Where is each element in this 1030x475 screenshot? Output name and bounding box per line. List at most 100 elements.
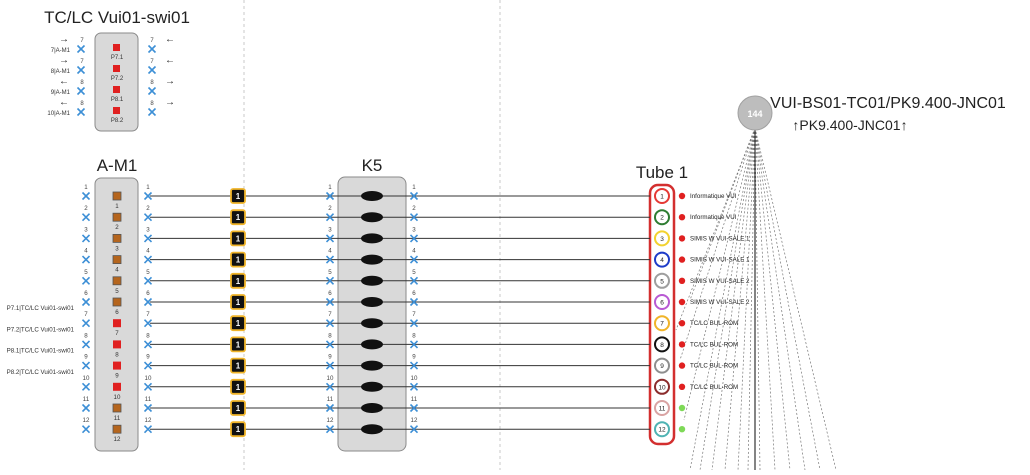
- am1-left-num: 10: [83, 375, 90, 382]
- port-connector-x[interactable]: [147, 86, 157, 96]
- tube-fiber[interactable]: [654, 272, 670, 289]
- cassette-badge-label: 1: [236, 319, 241, 328]
- fiber-status-dot: [678, 362, 686, 369]
- k5-panel-title: K5: [362, 156, 383, 175]
- port-connector-x[interactable]: [147, 44, 157, 54]
- fiber-label: Informatique VUI: [690, 193, 737, 200]
- tube-fiber[interactable]: [654, 188, 670, 204]
- splice-point[interactable]: [361, 233, 383, 244]
- am1-right-num: 9: [146, 354, 150, 361]
- tube-fiber[interactable]: [654, 336, 670, 353]
- switch-panel: TC/LC Vui01-swi01: [44, 8, 190, 132]
- port-connector-x[interactable]: [81, 403, 91, 413]
- port-connector-x[interactable]: [81, 234, 91, 243]
- port-connector-x[interactable]: [81, 340, 91, 349]
- am1-port[interactable]: [113, 361, 121, 370]
- switch-port[interactable]: [113, 65, 120, 72]
- port-connector-x[interactable]: [81, 382, 91, 392]
- am1-port[interactable]: [112, 255, 122, 265]
- splice-point[interactable]: [361, 191, 383, 201]
- port-connector-x[interactable]: [147, 107, 157, 117]
- am1-port[interactable]: [112, 212, 122, 222]
- am1-port[interactable]: [113, 382, 121, 391]
- splice-point[interactable]: [361, 339, 383, 350]
- am1-port[interactable]: [112, 191, 122, 201]
- port-connector-x[interactable]: [81, 361, 91, 370]
- splice-point[interactable]: [361, 212, 383, 223]
- cassette-badge[interactable]: [230, 209, 246, 226]
- tube-fiber[interactable]: [654, 421, 670, 438]
- cable-count: 144: [747, 109, 762, 119]
- port-connector-x[interactable]: [147, 65, 157, 75]
- tube-fiber-num: 5: [660, 278, 664, 285]
- cable-node[interactable]: 144 VUI-BS01-TC01/PK9.400-JNC01 ↑PK9.400…: [737, 95, 1006, 133]
- am1-port[interactable]: [112, 403, 122, 413]
- cassette-badge[interactable]: [230, 188, 246, 204]
- splice-point[interactable]: [361, 424, 383, 435]
- tube-fiber-num: 9: [660, 363, 664, 370]
- cassette-badge[interactable]: [230, 272, 246, 289]
- switch-port[interactable]: [113, 44, 120, 51]
- tube-fiber[interactable]: [654, 357, 670, 374]
- port-connector-x[interactable]: [81, 424, 91, 434]
- port-connector-x[interactable]: [81, 318, 91, 328]
- am1-port[interactable]: [113, 340, 121, 349]
- am1-port[interactable]: [112, 297, 122, 307]
- splice-point[interactable]: [361, 381, 383, 392]
- am1-port[interactable]: [112, 233, 122, 243]
- tube-fiber[interactable]: [654, 209, 670, 226]
- port-connector-x[interactable]: [76, 107, 86, 117]
- cassette-badge[interactable]: [230, 315, 246, 332]
- fiber-status-dot: [678, 192, 686, 200]
- splice-point[interactable]: [361, 297, 383, 307]
- am1-port[interactable]: [112, 276, 122, 286]
- cassette-badge[interactable]: [230, 357, 246, 374]
- port-connector-x[interactable]: [76, 86, 86, 96]
- port-connector-x[interactable]: [76, 44, 86, 54]
- k5-left-num: 11: [327, 396, 334, 403]
- tube-fiber[interactable]: [654, 315, 670, 332]
- tube-fiber[interactable]: [654, 251, 670, 268]
- port-connector-x[interactable]: [76, 65, 86, 75]
- splice-point[interactable]: [361, 360, 383, 371]
- splice-point[interactable]: [361, 254, 383, 265]
- splice-point[interactable]: [361, 318, 383, 329]
- cassette-badge[interactable]: [230, 400, 246, 416]
- switch-port[interactable]: [113, 86, 120, 93]
- splice-point[interactable]: [361, 275, 383, 286]
- am1-port-num: 7: [115, 330, 119, 337]
- tube-fiber[interactable]: [654, 294, 670, 310]
- am1-right-num: 4: [146, 248, 150, 255]
- cassette-badge[interactable]: [230, 378, 246, 395]
- port-connector-x[interactable]: [81, 191, 91, 201]
- port-connector-x[interactable]: [81, 255, 91, 264]
- port-connector-x[interactable]: [81, 276, 91, 286]
- cable-count-badge[interactable]: [737, 95, 773, 131]
- am1-left-num: 11: [83, 396, 90, 403]
- left-arrow: ←: [59, 97, 69, 108]
- am1-port[interactable]: [113, 319, 121, 328]
- cassette-badge[interactable]: [230, 230, 246, 247]
- left-port-num: 7: [80, 38, 84, 44]
- switch-port[interactable]: [113, 107, 120, 114]
- am1-port-num: 5: [115, 288, 119, 295]
- am1-port[interactable]: [112, 424, 122, 434]
- cassette-badge[interactable]: [230, 251, 246, 268]
- cassette-badge[interactable]: [230, 294, 246, 310]
- k5-left-num: 12: [327, 417, 334, 424]
- cassette-badge[interactable]: [230, 421, 246, 438]
- cassette-badge-label: 1: [236, 362, 241, 371]
- splice-point[interactable]: [361, 403, 383, 413]
- cassette-badge-label: 1: [236, 277, 241, 286]
- cassette-badge[interactable]: [230, 336, 246, 353]
- cable-fan-line: [754, 127, 821, 471]
- tube-fiber[interactable]: [654, 230, 670, 247]
- tube-fiber[interactable]: [654, 400, 670, 416]
- tube-fiber[interactable]: [654, 378, 670, 395]
- port-connector-x[interactable]: [81, 212, 91, 222]
- port-connector-x[interactable]: [81, 297, 91, 307]
- am1-left-num: 6: [84, 290, 88, 297]
